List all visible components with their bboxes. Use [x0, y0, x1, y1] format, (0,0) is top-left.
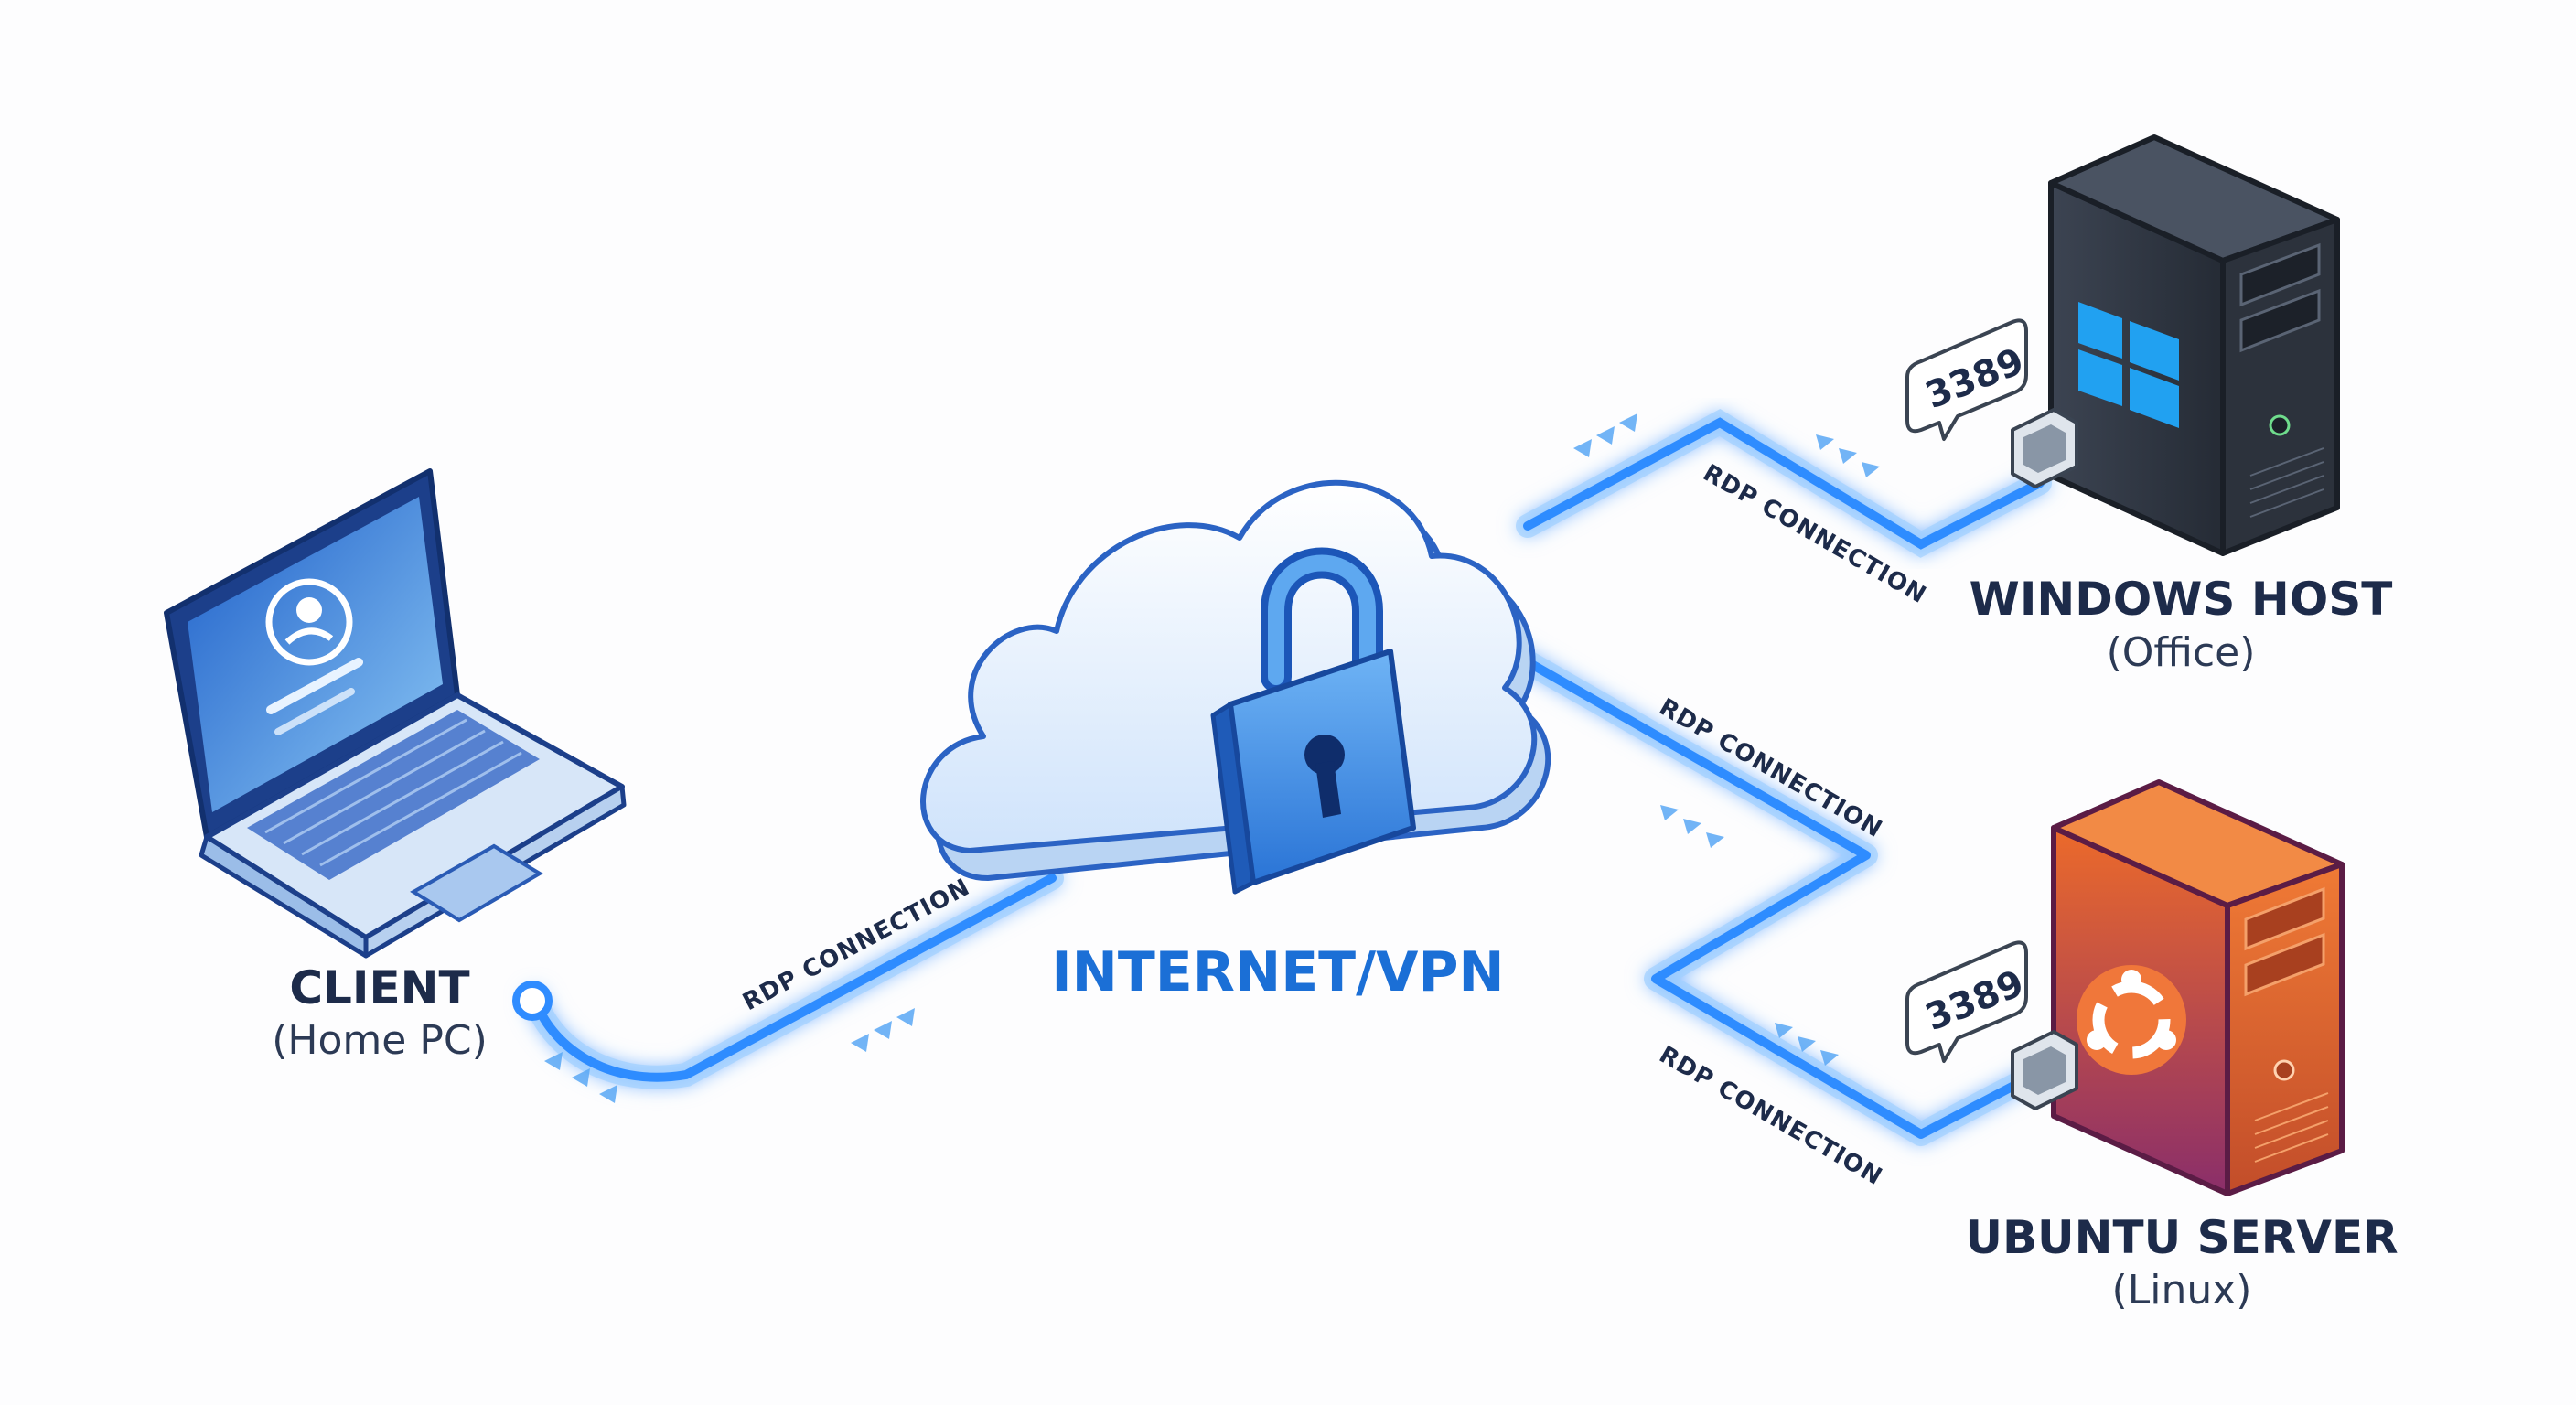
- port-badge-ubuntu: 3389: [1905, 940, 2030, 1063]
- cloud-title: INTERNET/VPN: [1051, 940, 1504, 1004]
- ubuntu-subtitle: (Linux): [2112, 1267, 2252, 1314]
- flow-arrows: [544, 413, 1880, 1103]
- laptop-icon: [164, 468, 627, 959]
- cloud-lock-icon: [920, 479, 1551, 895]
- ubuntu-title: UBUNTU SERVER: [1965, 1211, 2398, 1264]
- client-title: CLIENT: [289, 961, 469, 1014]
- ethernet-port-icon-windows: [2011, 408, 2078, 488]
- link-cloud-ubuntu: [1507, 645, 2052, 1146]
- windows-tower-icon: [2048, 134, 2340, 556]
- rdp-label-ubuntu-lower: RDP CONNECTION: [1655, 1041, 1887, 1191]
- ubuntu-tower-icon: [2051, 779, 2345, 1196]
- port-badge-windows: 3389: [1905, 318, 2030, 441]
- link-cloud-windows: [1516, 409, 2052, 558]
- client-endpoint-dot: [512, 981, 553, 1021]
- windows-subtitle: (Office): [2107, 629, 2256, 676]
- client-subtitle: (Home PC): [272, 1017, 488, 1064]
- ethernet-port-icon-ubuntu: [2011, 1030, 2078, 1110]
- windows-title: WINDOWS HOST: [1970, 573, 2393, 626]
